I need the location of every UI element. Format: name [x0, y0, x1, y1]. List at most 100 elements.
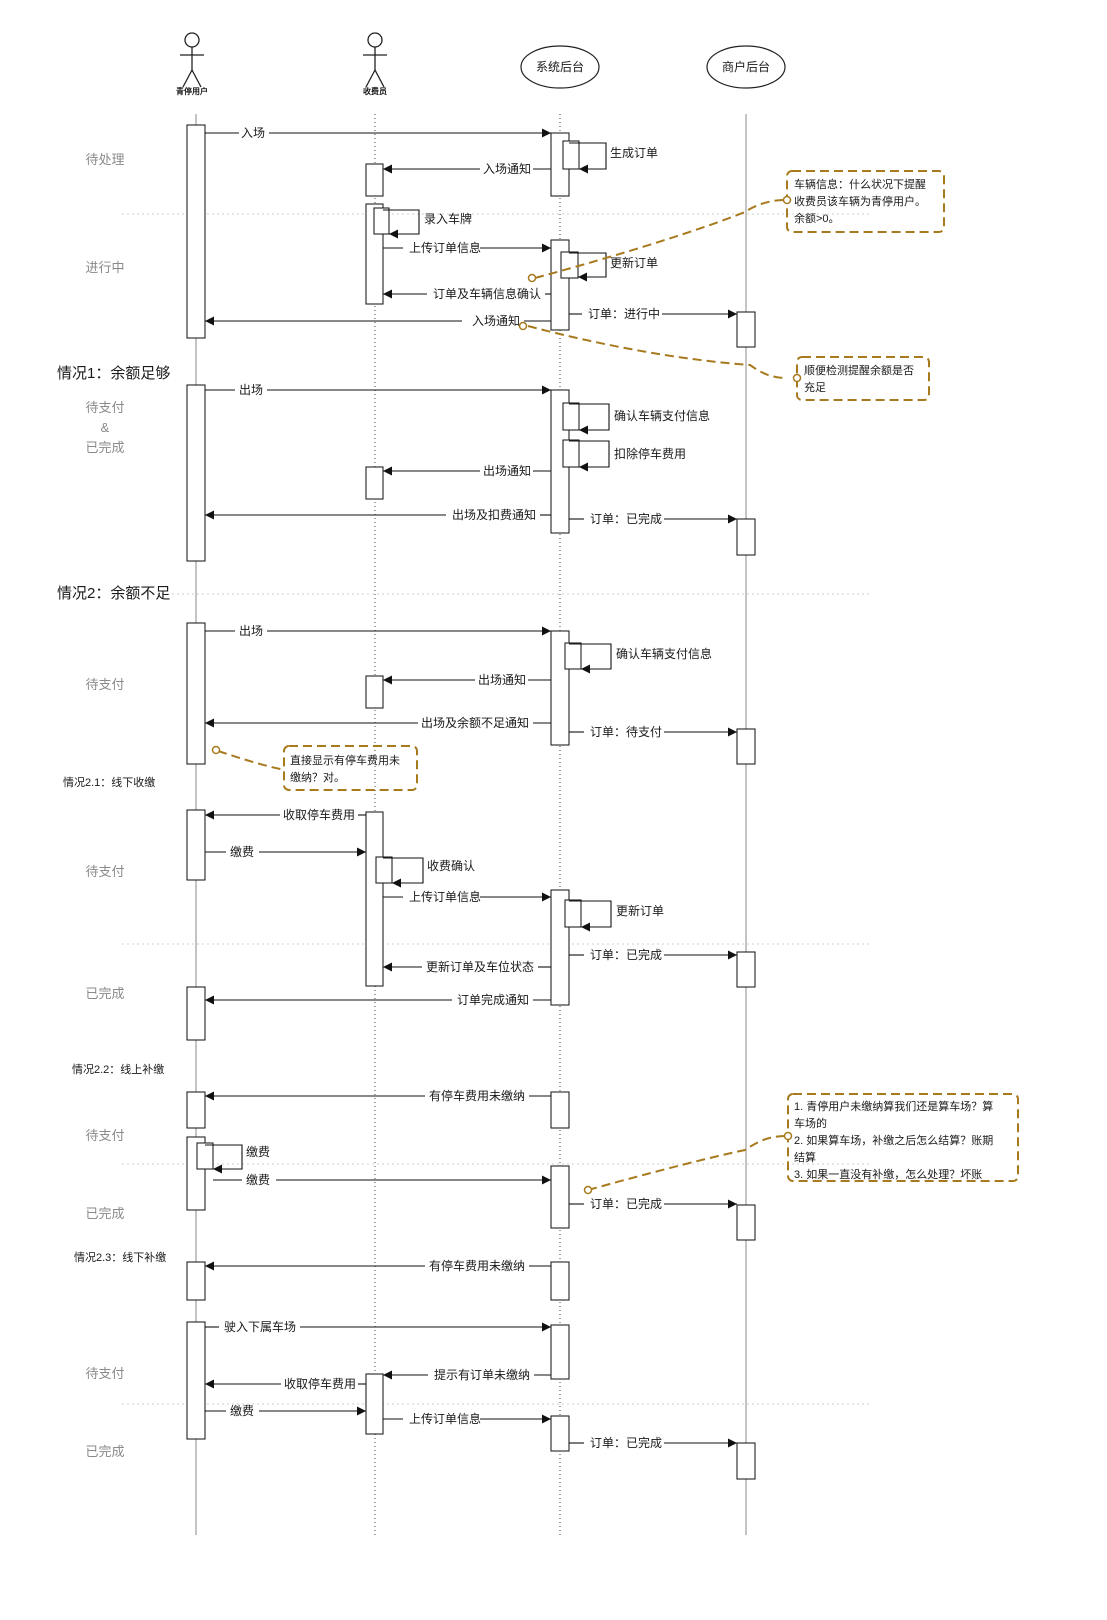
message-label: 缴费	[246, 1144, 270, 1159]
message-label: 入场	[241, 126, 265, 140]
note-line: 1. 青停用户未缴纳算我们还是算车场？算	[794, 1099, 993, 1113]
message-label: 入场通知	[483, 162, 531, 176]
actor-label: 青停用户	[176, 86, 208, 96]
actor-label: 商户后台	[722, 59, 770, 74]
person-icon	[363, 32, 387, 88]
self-call-arrow	[569, 403, 610, 435]
note-anchor	[782, 195, 792, 205]
message-label: 上传订单信息	[409, 889, 481, 904]
self-call-arrow	[569, 900, 612, 932]
self-call-arrow	[569, 643, 612, 674]
message-label: 收取停车费用	[284, 1376, 356, 1391]
message-label: 缴费	[230, 1403, 254, 1418]
self-call-arrow	[383, 209, 420, 239]
activations	[186, 124, 756, 1480]
phase-label: 待支付	[85, 1366, 124, 1381]
case-title: 情况1：余额足够	[57, 364, 170, 382]
message-label: 出场及扣费通知	[452, 508, 536, 522]
message-label: 出场通知	[478, 673, 526, 687]
activation-box	[365, 811, 384, 987]
note-texts: 车辆信息：什么状况下提醒 收费员该车辆为青停用户。 余额>0。 顺便检测提醒余额…	[290, 177, 993, 1181]
actor-label: 收费员	[363, 86, 387, 96]
message-label: 上传订单信息	[409, 1411, 481, 1426]
actor-system-backend: 系统后台	[520, 45, 600, 89]
message-label: 入场通知	[472, 314, 520, 328]
activation-box	[736, 951, 756, 988]
self-call-arrow	[569, 142, 607, 174]
case-title: 情况2：余额不足	[57, 584, 170, 602]
activation-box	[375, 856, 393, 884]
message-label: 订单：已完成	[590, 1435, 662, 1450]
phase-labels: 待处理 进行中 待支付 & 已完成 待支付 待支付 已完成 待支付 已完成 待支…	[85, 152, 124, 1459]
activation-box	[550, 1165, 570, 1229]
actor-parking-user: 青停用户	[176, 32, 208, 96]
note-line: 缴纳？对。	[290, 770, 345, 784]
activation-box	[550, 1415, 570, 1452]
phase-label: 已完成	[85, 1206, 124, 1221]
system-ellipse	[520, 45, 600, 89]
note-anchor	[527, 273, 537, 283]
self-call-arrow	[383, 857, 424, 888]
activation-box	[564, 899, 582, 928]
message-label: 订单完成通知	[457, 992, 529, 1007]
phase-label: 待支付	[85, 1128, 124, 1143]
note-line: 2. 如果算车场，补缴之后怎么结算？账期	[794, 1133, 993, 1147]
note-box	[283, 745, 418, 791]
activation-box	[736, 1204, 756, 1241]
activation-box	[736, 518, 756, 556]
activation-box	[365, 163, 384, 197]
activation-box	[186, 809, 206, 881]
actor-merchant-backend: 商户后台	[706, 45, 786, 89]
message-label: 更新订单及车位状态	[426, 959, 534, 974]
activation-box	[562, 402, 580, 431]
note-anchor	[211, 745, 221, 755]
message-label: 缴费	[230, 844, 254, 859]
message-label: 出场	[239, 383, 263, 397]
message-label: 缴费	[246, 1172, 270, 1187]
note-line: 车辆信息：什么状况下提醒	[794, 177, 926, 191]
message-label: 有停车费用未缴纳	[429, 1088, 525, 1103]
message-label: 有停车费用未缴纳	[429, 1258, 525, 1273]
message-label: 提示有订单未缴纳	[434, 1367, 530, 1382]
message-label: 订单：已完成	[590, 511, 662, 526]
note-line: 车场的	[794, 1116, 827, 1130]
activation-box	[186, 124, 206, 339]
message-label: 订单：进行中	[588, 306, 660, 321]
note-anchors	[211, 195, 802, 1195]
actor-toll-collector: 收费员	[363, 32, 387, 96]
phase-label: 待支付	[85, 677, 124, 692]
phase-label: 已完成	[85, 986, 124, 1001]
activation-box	[560, 251, 579, 279]
actor-label: 系统后台	[536, 59, 584, 74]
phase-label: &	[101, 420, 110, 435]
activation-box	[550, 1091, 570, 1129]
message-label: 录入车牌	[424, 211, 472, 226]
phase-label: 已完成	[85, 440, 124, 455]
note-line: 收费员该车辆为青停用户。	[794, 194, 926, 208]
note-connector	[587, 1135, 788, 1191]
message-label: 上传订单信息	[409, 240, 481, 255]
self-calls	[205, 142, 612, 1174]
activation-box	[365, 1373, 384, 1435]
message-label: 更新订单	[610, 255, 658, 270]
message-label: 生成订单	[610, 146, 658, 160]
message-label: 订单及车辆信息确认	[433, 286, 541, 301]
phase-label: 待处理	[85, 152, 124, 167]
activation-box	[373, 207, 390, 235]
phase-label: 已完成	[85, 1444, 124, 1459]
message-label: 确认车辆支付信息	[614, 408, 710, 423]
message-labels: 入场 生成订单 入场通知 录入车牌 上传订单信息 更新订单 订单及车辆信息确认 …	[224, 126, 712, 1450]
activation-box	[186, 1091, 206, 1129]
message-label: 确认车辆支付信息	[616, 646, 712, 661]
note-line: 充足	[804, 380, 826, 394]
activation-box	[186, 1261, 206, 1301]
message-label: 出场	[239, 624, 263, 638]
activation-box	[736, 311, 756, 348]
message-label: 收取停车费用	[283, 807, 355, 822]
note-line: 顺便检测提醒余额是否	[804, 363, 914, 377]
message-label: 出场通知	[483, 464, 531, 478]
case-title: 情况2.1：线下收缴	[63, 775, 155, 789]
system-ellipse	[706, 45, 786, 89]
activation-box	[186, 1321, 206, 1440]
message-label: 驶入下属车场	[224, 1319, 296, 1334]
